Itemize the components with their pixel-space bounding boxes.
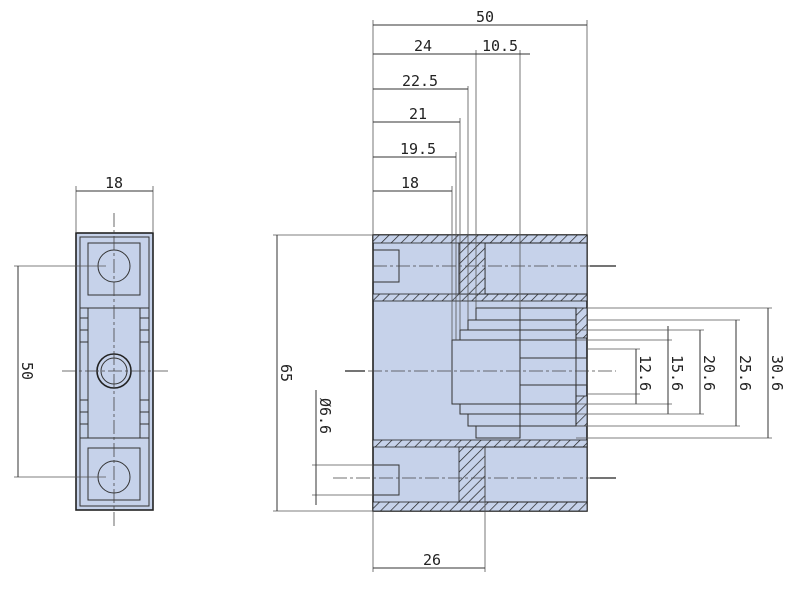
- front-top-dimensions: 50 24 10.5 22.5 21 19.5 18: [372, 8, 588, 340]
- front-view-cavity-lines: [452, 319, 576, 427]
- front-dim-18: 18: [401, 174, 419, 192]
- front-dim-15-6: 15.6: [668, 355, 686, 391]
- front-dim-22-5: 22.5: [402, 72, 438, 90]
- front-dim-25-6: 25.6: [736, 355, 754, 391]
- side-width-dim: 18: [105, 174, 123, 192]
- front-dim-19-5: 19.5: [400, 140, 436, 158]
- side-view: 18 50: [14, 174, 170, 528]
- front-hole-dimension: Ø6.6: [312, 390, 373, 505]
- front-view-bottom-bore: [484, 446, 588, 503]
- front-dim-65: 65: [277, 364, 295, 382]
- front-dim-10-5: 10.5: [482, 37, 518, 55]
- front-view: 50 24 10.5 22.5 21 19.5 18 65 Ø6.6: [273, 8, 786, 572]
- front-view-bottom-counterbore: [372, 464, 400, 496]
- front-right-dimensions: 12.6 15.6 20.6 25.6 30.6: [576, 307, 786, 439]
- front-dim-21: 21: [409, 105, 427, 123]
- front-height-dimension: 65: [273, 234, 373, 512]
- front-dim-50: 50: [476, 8, 494, 26]
- front-dim-20-6: 20.6: [700, 355, 718, 391]
- front-view-top-bore: [484, 242, 588, 295]
- front-dim-12-6: 12.6: [636, 355, 654, 391]
- front-view-stepped-cavity: [519, 307, 577, 427]
- side-height-dim: 50: [18, 362, 36, 380]
- front-dim-30-6: 30.6: [768, 355, 786, 391]
- front-dim-24: 24: [414, 37, 432, 55]
- front-dim-26: 26: [423, 551, 441, 569]
- front-bottom-dimension: 26: [372, 447, 486, 572]
- front-dim-hole-diameter: Ø6.6: [316, 398, 334, 434]
